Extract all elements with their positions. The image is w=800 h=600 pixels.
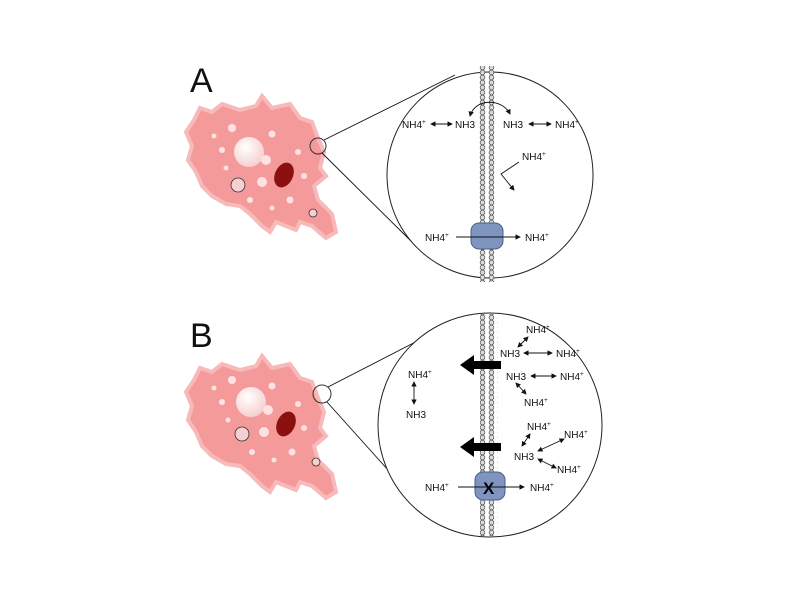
cell-body [183,92,339,241]
label-outside-nh3: NH3 [406,410,426,421]
nh3-diffusion-arc [468,101,511,117]
arrow-g3-top [521,433,531,447]
panel-label-a: A [190,62,213,100]
label-g1-top-nh4: NH4+ [526,324,550,336]
channel-block-mark: X [483,479,495,498]
label-g2-nh3: NH3 [506,372,526,383]
cell-granules [211,124,307,211]
arrow-g3-bottomright [537,458,557,469]
label-g3-bottomright-nh4: NH4+ [557,464,581,476]
ammonium-channel [474,471,506,501]
label-inside-nh3: NH3 [503,120,523,131]
nucleus [274,162,294,188]
zoom-line-top [323,74,456,141]
nucleus [276,411,296,437]
bent-arrow [500,161,520,191]
label-channel-left: NH4+ [425,232,449,244]
ammonium-channel [470,222,504,250]
zoom-spot [312,384,332,404]
label-g3-top-nh4: NH4+ [527,421,551,433]
panel-a: A NH4+ NH3 [183,62,594,282]
label-g2-bottom-nh4: NH4+ [524,397,548,409]
vacuole [236,387,266,417]
label-mid-nh4: NH4+ [522,151,546,163]
food-vacuole [234,426,250,442]
label-g1-right-nh4: NH4+ [556,348,580,360]
label-outside-nh4: NH4+ [408,369,432,381]
zoom-line-bottom [321,152,416,246]
panel-label-b: B [190,317,213,355]
label-g2-right-nh4: NH4+ [560,371,584,383]
nh3-efflux-arrow-top [460,355,501,375]
arrow-g3-topright [537,438,565,452]
label-g1-nh3: NH3 [500,349,520,360]
label-channel-right: NH4+ [525,232,549,244]
label-g3-nh3: NH3 [514,452,534,463]
vacuole [234,137,264,167]
food-vacuole [230,177,246,193]
lipid-bilayer [478,66,496,282]
zoom-membrane-b: NH4+ NH3 NH4+ NH3 NH4+ NH3 NH4+ NH4+ NH4… [377,312,603,538]
nh3-efflux-arrow-bottom [460,437,501,457]
arrow-g2-bottom [515,382,527,395]
small-vesicle [311,457,321,467]
label-outside-nh4: NH4+ [402,119,426,131]
panel-b: B NH4+ NH3 [183,312,603,538]
amoeba-cell-a [183,92,339,241]
cell-body [183,352,339,501]
label-inside-nh4: NH4+ [555,119,579,131]
small-vesicle [308,208,318,218]
label-outside-nh3: NH3 [455,120,475,131]
amoeba-cell-b [183,352,339,501]
label-g3-topright-nh4: NH4+ [564,429,588,441]
cell-granules [211,376,307,463]
zoom-spot [309,137,327,155]
label-channel-left: NH4+ [425,482,449,494]
arrow-g1-top [517,336,529,348]
lipid-bilayer [480,314,498,536]
label-channel-right: NH4+ [530,482,554,494]
zoom-membrane-a: NH4+ NH3 NH3 NH4+ NH4+ NH4+ NH4+ [386,66,594,282]
